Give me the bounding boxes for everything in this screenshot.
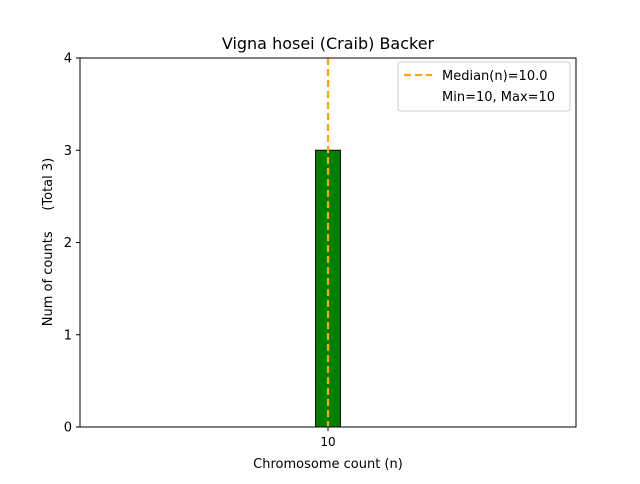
legend-entry-1: Min=10, Max=10 — [442, 90, 555, 105]
y-axis-label: Num of counts (Total 3) — [41, 158, 56, 326]
y-tick-label-2: 2 — [64, 236, 72, 251]
legend-entry-0: Median(n)=10.0 — [442, 69, 548, 84]
y-tick-label-4: 4 — [64, 52, 72, 67]
y-tick-label-0: 0 — [64, 421, 72, 436]
x-axis-label: Chromosome count (n) — [253, 457, 403, 472]
y-tick-label-3: 3 — [64, 144, 72, 159]
legend-box — [397, 61, 571, 112]
chart-title: Vigna hosei (Craib) Backer — [222, 34, 435, 53]
x-tick-label-10: 10 — [320, 435, 335, 449]
y-tick-label-1: 1 — [64, 328, 72, 343]
plot-area: 0 1 2 3 4 10 — [64, 52, 577, 449]
